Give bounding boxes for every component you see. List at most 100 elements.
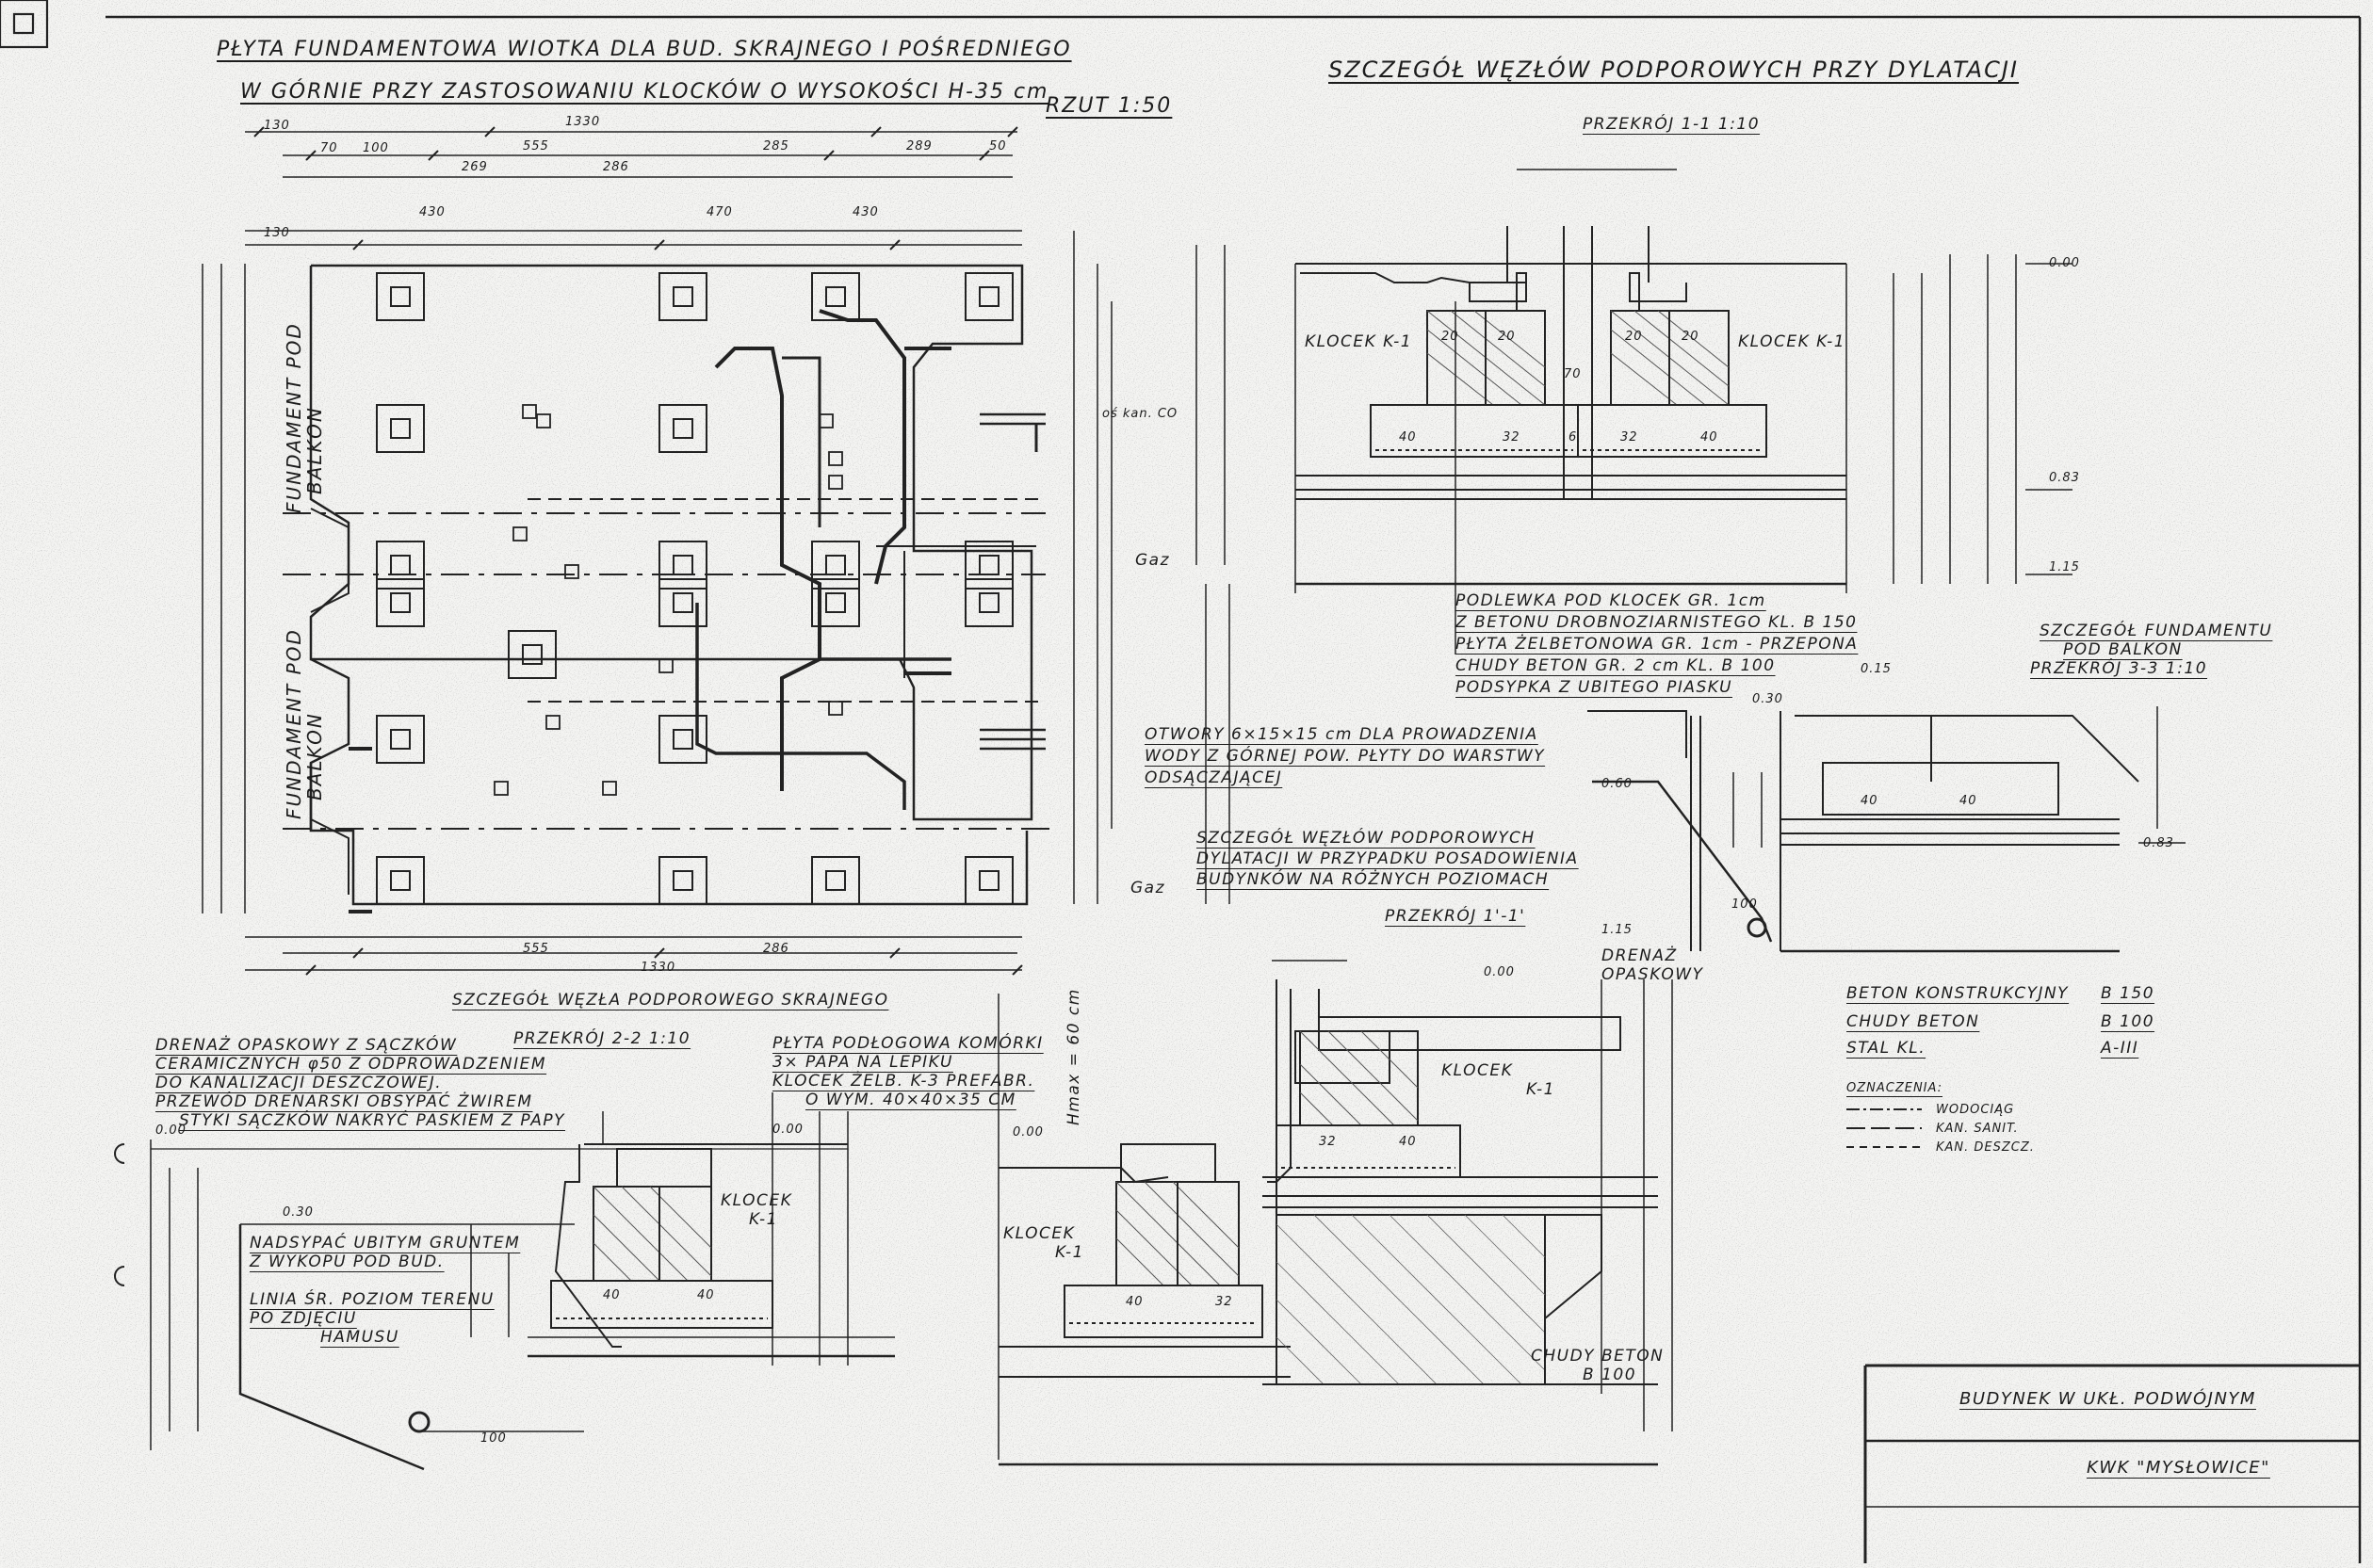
ground-note-line3: HAMUSU xyxy=(320,1328,399,1347)
dim-40-s33-right: 40 xyxy=(1959,794,1977,808)
section-1p-1p-title: PRZEKRÓJ 1'-1' xyxy=(1385,907,1526,926)
material-1-name: CHUDY BETON xyxy=(1846,1012,1980,1031)
balcony-title-line1: SZCZEGÓŁ FUNDAMENTU xyxy=(2040,622,2273,640)
layers-note: PODLEWKA POD KLOCEK GR. 1cm Z BETONU DRO… xyxy=(1455,591,1858,697)
balcony-title-line3: PRZEKRÓJ 3-3 1:10 xyxy=(2030,659,2208,678)
block-label-left: KLOCEK K-1 xyxy=(1305,332,1413,351)
level-000-e: 0.00 xyxy=(155,1123,187,1138)
dim-40-s1p-b: 40 xyxy=(1399,1135,1417,1149)
title-block-frame xyxy=(1863,1364,2360,1563)
dim-70-top: 70 xyxy=(320,141,338,155)
floor-plate-line2: 3× PAPA NA LEPIKU xyxy=(772,1053,953,1072)
layers-note-line1: PODLEWKA POD KLOCEK GR. 1cm xyxy=(1455,591,1766,610)
dim-100-s22: 100 xyxy=(480,1431,507,1446)
balcony-detail-title: SZCZEGÓŁ FUNDAMENTU POD BALKON PRZEKRÓJ … xyxy=(2030,622,2273,678)
material-1-value: B 100 xyxy=(2101,1012,2155,1031)
dim-470-top: 470 xyxy=(707,205,733,219)
drainage-ring-line1: DRENAŻ xyxy=(1601,946,1678,965)
dim-430-top-left: 430 xyxy=(419,205,446,219)
legend-storm: KAN. DESZCZ. xyxy=(1936,1140,2035,1155)
level-000-d: 0.00 xyxy=(772,1123,804,1137)
legend-sanitary: KAN. SANIT. xyxy=(1936,1122,2019,1136)
dim-1330-bottom: 1330 xyxy=(641,961,676,975)
dim-130-top: 130 xyxy=(264,119,290,133)
block-2-2-line2: K-1 xyxy=(749,1210,778,1229)
dim-32-s1p-b: 32 xyxy=(1319,1135,1337,1149)
fill-note-line1: NADSYPAĆ UBITYM GRUNTEM xyxy=(250,1234,521,1253)
openings-note-line2: WODY Z GÓRNEJ POW. PŁYTY DO WARSTWY xyxy=(1145,747,1546,766)
drainage-note-line2: CERAMICZNYCH φ50 Z ODPROWADZENIEM xyxy=(155,1055,547,1074)
lean-concrete-label: CHUDY BETON B 100 xyxy=(1531,1347,1664,1384)
section-1-1 xyxy=(1294,169,1847,655)
floor-plate-line1: PŁYTA PODŁOGOWA KOMÓRKI xyxy=(772,1034,1044,1053)
fill-note-line2: Z WYKOPU POD BUD. xyxy=(250,1253,445,1271)
block-label-1p-left: KLOCEK K-1 xyxy=(1003,1224,1084,1262)
dim-50-top: 50 xyxy=(989,139,1007,154)
dim-40-s11-right: 40 xyxy=(1700,430,1718,445)
plan-openings xyxy=(494,404,843,796)
different-levels-line3: BUDYNKÓW NA RÓŻNYCH POZIOMACH xyxy=(1196,870,1550,889)
dim-20-s11-a: 20 xyxy=(1441,330,1459,344)
section-3-3 xyxy=(1587,706,2186,953)
dim-286-top: 286 xyxy=(603,160,629,174)
different-levels-line2: DYLATACJI W PRZYPADKU POSADOWIENIA xyxy=(1196,849,1579,868)
dim-100-s33: 100 xyxy=(1731,897,1758,912)
level-083-b: 0.83 xyxy=(2143,836,2174,850)
dim-40-s33-left: 40 xyxy=(1861,794,1878,808)
dim-285-top: 285 xyxy=(763,139,789,154)
level-000-b: 0.00 xyxy=(1484,965,1515,979)
gas-label-top: Gaz xyxy=(1135,551,1171,570)
dim-32-s1p: 32 xyxy=(1215,1295,1233,1309)
material-0-value: B 150 xyxy=(2101,984,2155,1003)
level-115-a: 1.15 xyxy=(2049,560,2080,574)
section-1p-1p xyxy=(998,960,1673,1466)
drainage-note-line3: DO KANALIZACJI DESZCZOWEJ. xyxy=(155,1074,443,1092)
level-115-b: 1.15 xyxy=(1601,923,1633,937)
legend-title: OZNACZENIA: xyxy=(1846,1081,1943,1095)
block-label-right: KLOCEK K-1 xyxy=(1738,332,1846,351)
dim-6-s11: 6 xyxy=(1568,430,1578,445)
dim-40-s22-b: 40 xyxy=(697,1288,715,1302)
openings-note-line3: ODSĄCZAJĄCEJ xyxy=(1145,768,1283,787)
drainage-note-line5: STYKI SĄCZKÓW NAKRYĆ PASKIEM Z PAPY xyxy=(179,1111,566,1130)
floor-plate-line3: KLOCEK ŻELB. K-3 PREFABR. xyxy=(772,1072,1035,1091)
level-000-c: 0.00 xyxy=(1013,1125,1044,1140)
dim-555-top: 555 xyxy=(523,139,549,154)
plan-blocks-set xyxy=(375,271,1015,906)
dim-430-top-right: 430 xyxy=(853,205,879,219)
block-1p-left-line1: KLOCEK xyxy=(1003,1224,1076,1243)
block-1p-left-line2: K-1 xyxy=(1055,1243,1084,1262)
drainage-note: DRENAŻ OPASKOWY Z SĄCZKÓW CERAMICZNYCH φ… xyxy=(155,1036,564,1130)
layers-note-line4: CHUDY BETON GR. 2 cm KL. B 100 xyxy=(1455,656,1776,675)
dim-1330-top: 1330 xyxy=(565,115,601,129)
section-1-1-dimensions xyxy=(1893,254,2072,584)
ground-note-line2: PO ZDJĘCIU xyxy=(250,1309,357,1328)
level-000-a: 0.00 xyxy=(2049,256,2080,270)
foundation-balcony-top-line1: FUNDAMENT POD xyxy=(283,322,305,513)
level-030-b: 0.30 xyxy=(283,1205,314,1220)
dim-70-s11: 70 xyxy=(1564,367,1582,381)
foundation-balcony-bottom-line2: BALKON xyxy=(303,712,326,800)
fill-note: NADSYPAĆ UBITYM GRUNTEM Z WYKOPU POD BUD… xyxy=(250,1234,520,1271)
plan-title-line2: W GÓRNIE PRZY ZASTOSOWANIU KLOCKÓW O WYS… xyxy=(240,80,1049,104)
title-block-line1: BUDYNEK W UKŁ. PODWÓJNYM xyxy=(1959,1389,2256,1409)
dim-286-bottom: 286 xyxy=(763,942,789,956)
drainage-ring-line2: OPASKOWY xyxy=(1601,965,1704,984)
drainage-note-line4: PRZEWÓD DRENARSKI OBSYPAĆ ŻWIREM xyxy=(155,1092,533,1111)
block-1p-right-line2: K-1 xyxy=(1526,1080,1555,1099)
dim-289-top: 289 xyxy=(906,139,933,154)
level-030-a: 0.30 xyxy=(1752,692,1783,706)
dim-20-s11-d: 20 xyxy=(1682,330,1699,344)
level-060: 0.60 xyxy=(1601,777,1633,791)
dim-100-top: 100 xyxy=(363,141,389,155)
dim-20-s11-c: 20 xyxy=(1625,330,1643,344)
plan-ticks xyxy=(253,126,1023,976)
block-2-2-line1: KLOCEK xyxy=(721,1191,793,1210)
dim-555-bottom: 555 xyxy=(523,942,549,956)
foundation-balcony-bottom-line1: FUNDAMENT POD xyxy=(283,628,305,819)
dim-40-s11-left: 40 xyxy=(1399,430,1417,445)
different-levels-title: SZCZEGÓŁ WĘZŁÓW PODPOROWYCH DYLATACJI W … xyxy=(1196,829,1579,889)
different-levels-line1: SZCZEGÓŁ WĘZŁÓW PODPOROWYCH xyxy=(1196,829,1536,848)
